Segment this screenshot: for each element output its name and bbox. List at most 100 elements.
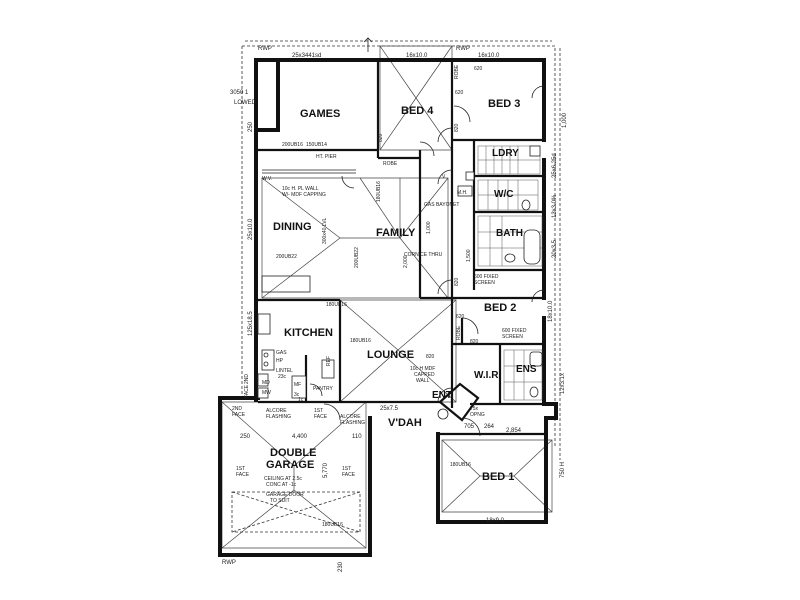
note-face-d: FACE — [342, 472, 356, 478]
note-lvl: 300x40 LVL — [322, 217, 328, 244]
dim-right-b: 13x3.0% — [552, 194, 558, 218]
dim-top-games: 25x3441sd — [292, 53, 321, 59]
dim-820-b: 820 — [378, 133, 384, 142]
dim-620-c: 620 — [456, 314, 465, 320]
dim-right-c: 20x3.5 — [552, 239, 558, 258]
dim-rwp-top-left: RWP — [258, 46, 272, 52]
note-mw: MW — [262, 390, 271, 396]
dim-lowed: LOWED — [234, 100, 257, 106]
dim-vdah-25x75: 25x7.5 — [380, 406, 399, 412]
note-conc: CONC AT -1c — [266, 482, 297, 488]
dim-right-a: 25x6.25d — [552, 153, 558, 178]
note-75x: 75x — [470, 406, 479, 412]
note-mf: MF — [294, 382, 301, 388]
note-alcore-a: ALCORE — [266, 408, 287, 414]
room-garage-line1: DOUBLE — [270, 447, 316, 459]
site-boundary — [241, 40, 561, 460]
robe-label-2: ROBE — [454, 64, 460, 79]
fixtures — [257, 145, 543, 399]
entry-walls — [437, 382, 480, 422]
room-vdah: V'DAH — [388, 417, 422, 429]
dim-bed1-2854: 2,854 — [506, 428, 522, 434]
beam-label-3: 180UB16 — [450, 462, 471, 468]
room-bed4: BED 4 — [401, 105, 434, 117]
dim-right-e: 12x3.1x — [560, 373, 566, 394]
section-marker — [363, 37, 373, 52]
room-bath: BATH — [496, 228, 523, 239]
robe-label-1: ROBE — [383, 161, 398, 167]
note-face-c: FACE — [236, 472, 250, 478]
room-ent: ENT — [432, 390, 452, 401]
note-screen-2: SCREEN — [502, 334, 523, 340]
note-ref: REF — [326, 356, 332, 366]
note-v: V — [442, 174, 446, 180]
dim-garage-110: 110 — [352, 434, 362, 440]
room-kitchen: KITCHEN — [284, 327, 333, 339]
dim-left-b: 125x18.5 — [248, 311, 254, 336]
dim-620-a: 620 — [474, 66, 483, 72]
door-swings — [309, 85, 545, 437]
note-flashing-a: FLASHING — [266, 414, 291, 420]
dim-garage-5770: 5,770 — [323, 462, 329, 478]
room-bed3: BED 3 — [488, 98, 520, 110]
note-hp: HP — [276, 358, 284, 364]
dim-620-b: 620 — [455, 90, 464, 96]
note-wall: WALL — [416, 378, 430, 384]
note-ceiling: CEILING AT 2.5c — [264, 476, 302, 482]
note-flashing-b: FLASHING — [340, 420, 365, 426]
dim-top-bed3: 16x10.0 — [478, 53, 500, 59]
room-family: FAMILY — [376, 227, 416, 239]
dim-garage-4400: 4,400 — [292, 434, 308, 440]
note-cornice: CORNICE THRU — [404, 252, 443, 258]
note-gas: GAS — [276, 350, 287, 356]
beam-label-1: 180UB16 — [350, 338, 371, 344]
note-fixed-1: 600 FIXED — [474, 274, 499, 280]
note-2nd-b: 2ND — [244, 374, 250, 384]
room-bed1: BED 1 — [482, 471, 514, 483]
interior-walls — [256, 60, 546, 436]
exterior-walls — [218, 58, 558, 557]
room-games: GAMES — [300, 108, 340, 120]
room-bed2: BED 2 — [484, 302, 516, 314]
note-to-suit: TO SUIT — [270, 498, 290, 504]
dim-820-d: 820 — [470, 339, 479, 345]
beam-label-5: 180UB16 — [376, 181, 382, 202]
note-face-a: FACE — [232, 412, 246, 418]
room-ldry: LDRY — [492, 148, 519, 159]
note-face-e: FACE — [244, 384, 250, 398]
dim-1500: 1,500 — [466, 249, 472, 262]
note-2nd-a: 2ND — [232, 406, 242, 412]
dim-rwp-top-right: RWP — [456, 46, 470, 52]
dim-bed1-705: 705 — [464, 424, 475, 430]
room-lounge: LOUNGE — [367, 349, 414, 361]
dim-rwp-bottom: RWP — [222, 560, 236, 566]
note-mdf-1: 10c H MDF — [410, 366, 435, 372]
wet-area-tiles — [477, 145, 543, 401]
dim-garage-250: 250 — [240, 434, 251, 440]
note-wv: W.V. — [262, 176, 272, 182]
note-md: MD — [262, 380, 270, 386]
note-opng: OPNG — [470, 412, 485, 418]
note-garage-door: GARAGE DOOR — [266, 492, 304, 498]
beam-label-200: 200UB16 — [282, 142, 303, 148]
note-lintel: LINTEL — [276, 368, 293, 374]
dim-820-a: 820 — [454, 123, 460, 132]
manhole-label: M.H. — [457, 190, 468, 196]
garage-door — [231, 491, 361, 533]
robe-label-3: ROBE — [456, 325, 462, 340]
note-3c: 3c — [294, 392, 300, 398]
note-pl-wall: 10c H. PL WALL — [282, 186, 319, 192]
note-1st-a: 1ST — [314, 408, 323, 414]
note-screen-1: SCREEN — [474, 280, 495, 286]
room-garage-line2: GARAGE — [266, 459, 314, 471]
dim-bed1-264: 264 — [484, 424, 495, 430]
note-ht-pier: HT. PIER — [316, 154, 337, 160]
room-ens: ENS — [516, 364, 537, 375]
dim-left-a: 25x10.0 — [248, 218, 254, 240]
note-fixed-2: 600 FIXED — [502, 328, 527, 334]
note-1st-b: 1ST — [236, 466, 245, 472]
dim-bed1-18x9: 18x9.0 — [486, 518, 505, 524]
dim-3050: 3050 1 — [230, 90, 249, 96]
note-1c: 1c — [298, 397, 304, 403]
